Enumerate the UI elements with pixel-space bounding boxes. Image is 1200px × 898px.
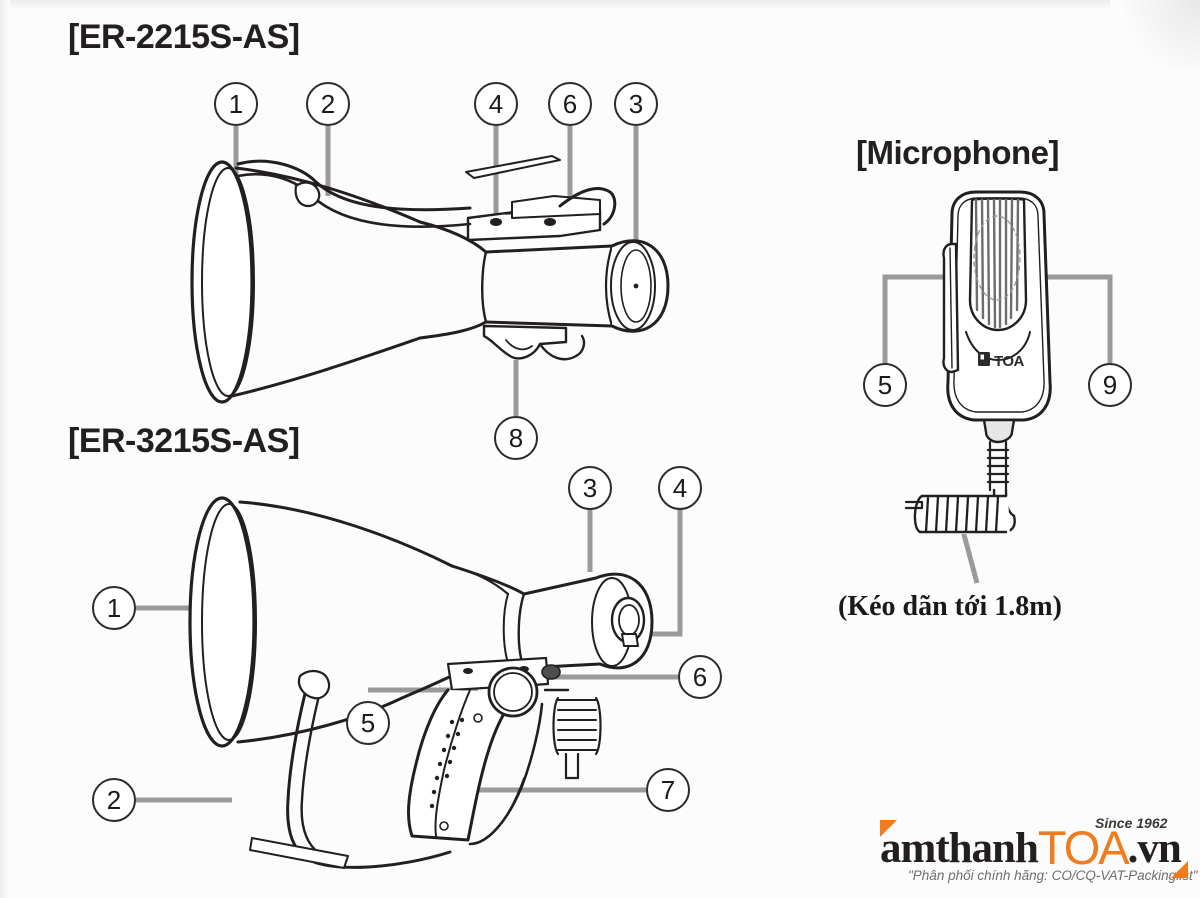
callout-er3215-7: 7	[646, 768, 690, 812]
page-corner-shadow	[1110, 0, 1200, 70]
callout-number: 3	[628, 89, 644, 119]
callout-er3215-1: 1	[92, 586, 136, 630]
logo-triangle-accent-top-left	[880, 820, 897, 837]
callout-microphone-9: 9	[1088, 363, 1132, 407]
page-edge-shadow-left	[0, 0, 10, 898]
callout-er2215-1: 1	[214, 82, 258, 126]
callout-er2215-4: 4	[474, 82, 518, 126]
leader-er3215-4	[626, 510, 683, 637]
callout-number: 4	[488, 89, 504, 119]
logo-tagline: "Phân phối chính hãng: CO/CQ-VAT-Packing…	[908, 868, 1198, 883]
callout-number: 1	[106, 593, 122, 623]
callout-er2215-6: 6	[548, 82, 592, 126]
svg-text:TOA: TOA	[994, 353, 1025, 370]
callout-number: 5	[360, 708, 376, 738]
callout-number: 6	[692, 662, 708, 692]
leader-microphone-5	[882, 274, 952, 363]
model-label-er2215: [ER-2215S-AS]	[68, 18, 300, 56]
callout-er3215-3: 3	[568, 466, 612, 510]
cord-length-note: (Kéo dãn tới 1.8m)	[838, 591, 1062, 622]
callout-microphone-5: 5	[863, 363, 907, 407]
model-label-er3215: [ER-3215S-AS]	[68, 422, 300, 460]
callout-number: 7	[660, 775, 676, 805]
callout-er2215-8: 8	[494, 416, 538, 460]
callout-er3215-4: 4	[658, 466, 702, 510]
callout-number: 9	[1102, 370, 1118, 400]
callout-number: 6	[562, 89, 578, 119]
leader-microphone-9	[1042, 274, 1113, 363]
logo-text-amthanh: amthanh	[880, 825, 1039, 872]
section-label-microphone: [Microphone]	[856, 134, 1059, 171]
callout-number: 2	[320, 89, 336, 119]
logo-triangle-accent-bottom-right	[1171, 861, 1188, 878]
figure-er3215	[188, 496, 654, 869]
callout-number: 5	[877, 370, 893, 400]
callout-number: 8	[508, 423, 524, 453]
callout-number: 4	[672, 473, 688, 503]
callout-er3215-5: 5	[346, 701, 390, 745]
site-watermark-logo: amthanhTOA.vn Since 1962 "Phân phối chín…	[880, 815, 1198, 892]
figure-er2215	[190, 155, 670, 404]
figure-microphone: TOA	[904, 190, 1052, 534]
logo-since-text: Since 1962	[1095, 815, 1168, 831]
callout-number: 3	[582, 473, 598, 503]
logo-text-toa: TOA	[1037, 821, 1130, 874]
callout-er3215-6: 6	[678, 655, 722, 699]
leader-cord-length	[960, 530, 980, 584]
logo-text-tld: .vn	[1127, 825, 1182, 872]
callout-number: 2	[106, 785, 122, 815]
callout-er2215-2: 2	[306, 82, 350, 126]
callout-number: 1	[228, 89, 244, 119]
page-edge-shadow-top	[0, 0, 1200, 10]
logo-wordmark-row: amthanhTOA.vn Since 1962	[880, 815, 1190, 874]
callout-er2215-3: 3	[614, 82, 658, 126]
callout-er3215-2: 2	[92, 778, 136, 822]
